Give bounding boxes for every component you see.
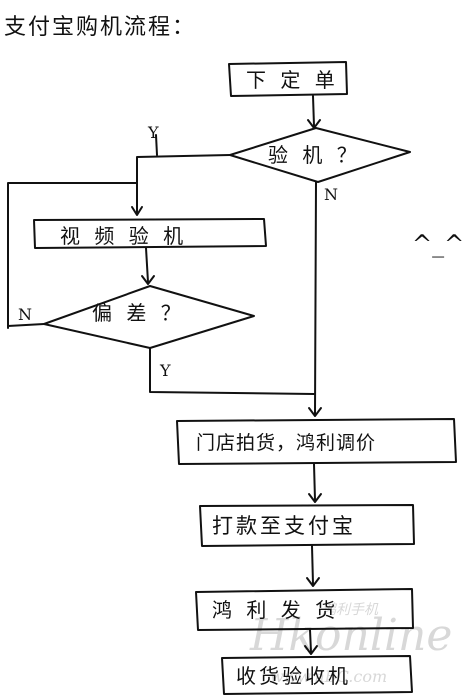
node-store-pickup: 门店拍货，鸿利调价	[176, 418, 457, 465]
node-pay: 打款至支付宝	[199, 504, 415, 547]
edge-store-pay-head	[308, 493, 322, 503]
edge-video-bias	[145, 247, 149, 283]
node-order-label: 下 定 单	[246, 68, 339, 92]
node-store-pickup-label: 门店拍货，鸿利调价	[196, 432, 376, 454]
node-ship-box	[195, 588, 414, 631]
watermark-brand: Hkonline	[249, 610, 452, 661]
edge-inspect-yes	[136, 154, 231, 169]
node-bias-label: 偏 差 ？	[92, 301, 185, 325]
node-video-inspect-box	[33, 218, 267, 249]
edge-label-bias-yes: Y	[159, 361, 171, 380]
edge-loop-left	[7, 159, 138, 329]
watermark: Hkonline www.nBC.com 鸿利手机	[249, 602, 452, 686]
page-title: 支付宝购机流程：	[4, 15, 196, 40]
edge-to-video-head	[131, 206, 143, 216]
node-order-box	[228, 61, 348, 97]
edge-order-inspect	[312, 95, 315, 127]
watermark-site: www.nBC.com	[270, 667, 387, 686]
edge-inspect-no-head	[308, 407, 322, 417]
edge-inspect-yes-tick	[155, 134, 158, 156]
edge-label-bias-no: N	[18, 305, 32, 324]
node-video-inspect-label: 视 频 验 机	[60, 224, 187, 248]
node-receive: 收货验收机	[221, 655, 413, 695]
node-pay-label: 打款至支付宝	[212, 514, 356, 538]
smiley-doodle: ^_^	[412, 230, 462, 258]
watermark-cn: 鸿利手机	[322, 602, 379, 618]
node-pay-box	[199, 504, 415, 547]
edge-store-pay	[313, 463, 316, 501]
node-receive-box	[221, 655, 413, 695]
node-video-inspect: 视 频 验 机	[33, 218, 267, 249]
node-receive-label: 收货验收机	[236, 664, 351, 688]
edge-pay-ship	[311, 545, 314, 585]
edge-ship-receive	[309, 629, 312, 653]
node-bias-diamond	[43, 285, 255, 349]
edge-ship-receive-head	[304, 645, 318, 655]
node-inspect-diamond	[229, 127, 411, 183]
edge-label-inspect-yes: Y	[147, 123, 159, 142]
edge-inspect-no	[314, 181, 317, 415]
node-bias: 偏 差 ？	[43, 285, 255, 349]
node-order: 下 定 单	[228, 61, 348, 97]
node-ship: 鸿 利 发 货	[195, 588, 414, 631]
node-store-pickup-box	[176, 418, 457, 465]
node-inspect-label: 验 机 ？	[268, 143, 361, 167]
edge-pay-ship-head	[306, 577, 320, 587]
edge-bias-yes	[149, 347, 315, 395]
edge-video-bias-head	[141, 275, 155, 285]
node-ship-label: 鸿 利 发 货	[212, 598, 339, 622]
edge-label-inspect-no: N	[324, 185, 338, 204]
edge-bias-no	[7, 323, 45, 327]
node-inspect: 验 机 ？	[229, 127, 411, 183]
